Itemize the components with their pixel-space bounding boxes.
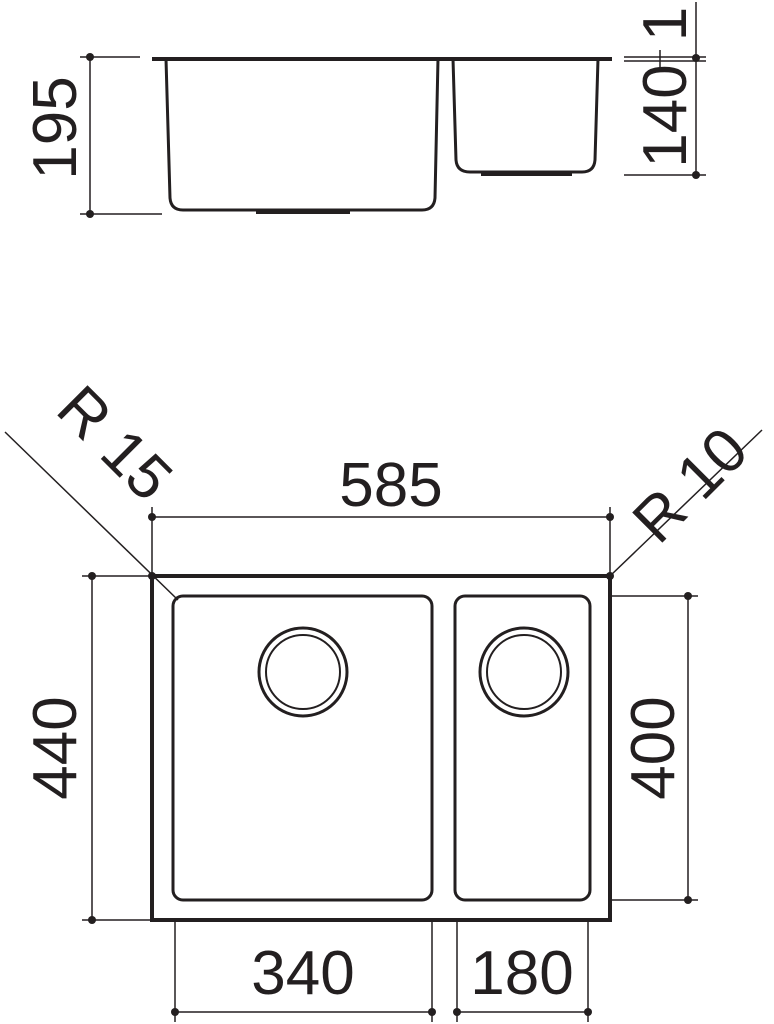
dimension-label: 585 [339, 451, 442, 520]
dimension-140: 140 1 [624, 2, 706, 179]
dimension-label: 140 [631, 64, 700, 167]
section-view: 195 140 1 [21, 2, 706, 218]
main-bowl [171, 594, 434, 902]
dimension-195: 195 [21, 53, 162, 218]
dimension-label: R 15 [44, 373, 185, 514]
dimension-label: 340 [251, 939, 354, 1008]
dimension-400: 400 [612, 592, 698, 904]
main-drain [257, 626, 349, 718]
dimension-label: 400 [619, 696, 688, 799]
radius-left: R 15 [4, 373, 185, 601]
dimension-label: 440 [21, 696, 90, 799]
dimension-label: 1 [631, 7, 700, 41]
small-bowl [453, 594, 592, 902]
main-bowl-section [164, 58, 440, 212]
sink-outline [150, 574, 612, 922]
dimension-585: 585 [148, 451, 614, 576]
small-drain [478, 626, 570, 718]
dimension-label: 180 [470, 939, 573, 1008]
plan-view: 585 R 15 R 10 440 400 [4, 373, 763, 1022]
dimension-label: 195 [21, 76, 90, 179]
radius-right: R 10 [606, 415, 763, 580]
dimension-340-180: 340 180 [171, 920, 592, 1022]
dimension-440: 440 [21, 572, 152, 924]
small-bowl-section [451, 58, 600, 174]
dimension-label: R 10 [620, 415, 761, 556]
